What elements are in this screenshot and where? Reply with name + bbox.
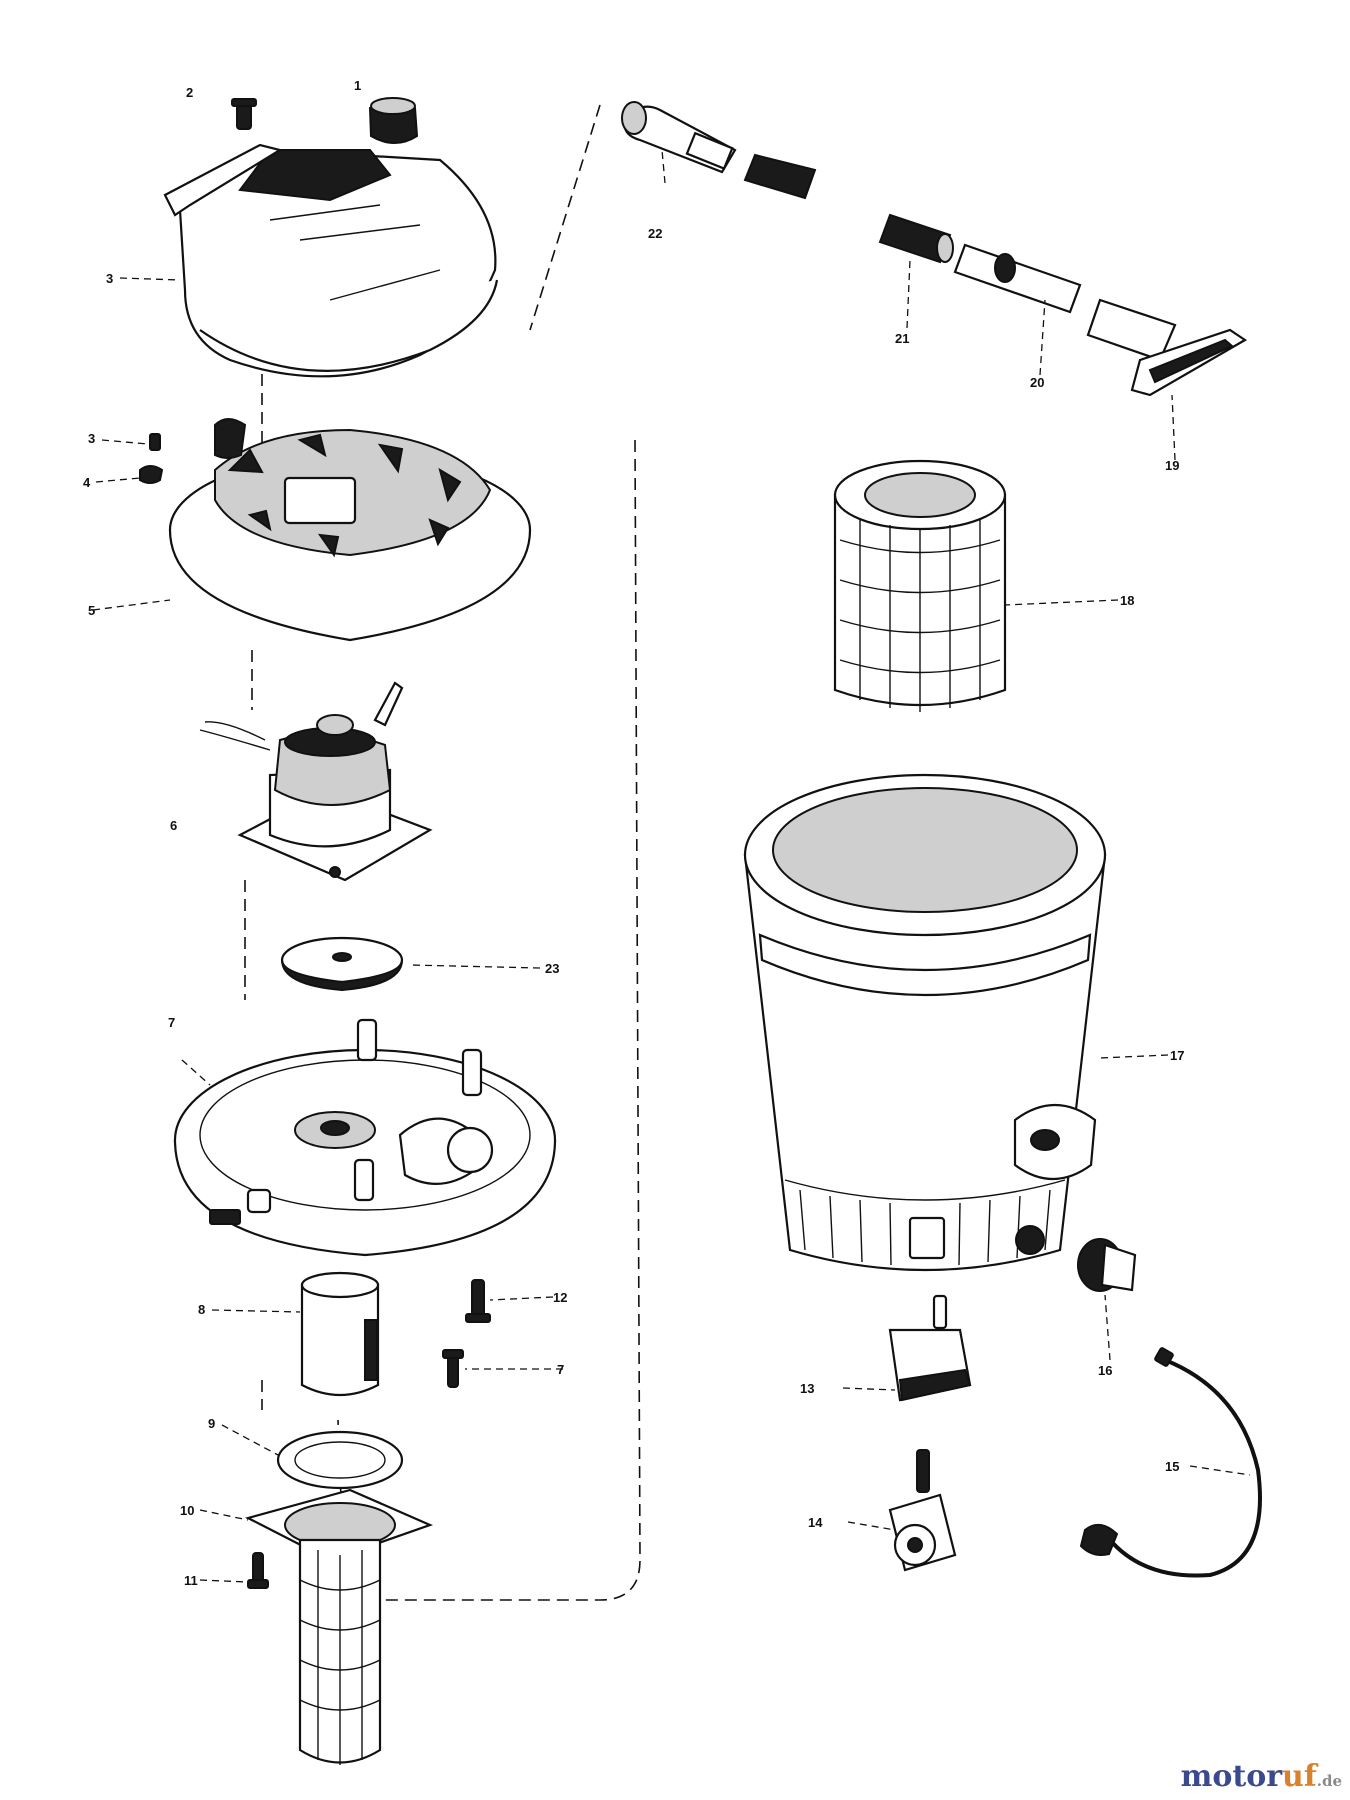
part-9-ring [276, 1430, 404, 1490]
label-20: 20 [1030, 375, 1044, 390]
label-9: 9 [208, 1416, 215, 1431]
part-18-filter [833, 459, 1007, 712]
watermark-main: motor [1180, 1759, 1283, 1794]
label-13: 13 [800, 1381, 814, 1396]
label-4: 4 [83, 475, 91, 490]
part-3-4-screws [139, 433, 164, 484]
label-17: 17 [1170, 1048, 1184, 1063]
part-20-wand [953, 243, 1082, 314]
watermark-accent: uf [1282, 1759, 1317, 1794]
part-3-top-cover [163, 143, 499, 378]
part-5-lid [168, 418, 532, 642]
part-17-drum [743, 773, 1107, 1272]
label-1: 1 [354, 78, 361, 93]
label-6: 6 [170, 818, 177, 833]
part-1-knob [368, 97, 419, 144]
label-10: 10 [180, 1503, 194, 1518]
label-12: 12 [553, 1290, 567, 1305]
part-19-nozzle [1086, 298, 1248, 397]
label-11: 11 [184, 1573, 198, 1588]
part-7-screw [442, 1349, 464, 1388]
part-11-screw [247, 1552, 269, 1589]
center-axis-line [244, 355, 269, 1410]
part-15-power-cord [1079, 1347, 1262, 1578]
label-16: 16 [1098, 1363, 1112, 1378]
label-7: 7 [168, 1015, 175, 1030]
part-2-screw [231, 98, 257, 130]
label-22: 22 [648, 226, 662, 241]
label-23: 23 [545, 961, 559, 976]
label-5: 5 [88, 603, 95, 618]
assembly-dashed-line [337, 104, 641, 1601]
label-15: 15 [1165, 1459, 1179, 1474]
part-13-caster-socket [888, 1294, 972, 1402]
label-2: 2 [186, 85, 193, 100]
watermark-logo: motoruf.de [1181, 1759, 1342, 1794]
label-7b: 7 [557, 1362, 564, 1377]
part-16-drain-cap [1077, 1238, 1137, 1292]
leader-lines [92, 149, 1251, 1583]
part-12-screw [465, 1279, 491, 1323]
part-23-disc [280, 936, 404, 992]
part-21-coupling [878, 213, 954, 264]
part-10-float-cage [244, 1488, 434, 1765]
part-14-caster [888, 1449, 957, 1572]
part-6-motor [199, 681, 433, 882]
label-19: 19 [1165, 458, 1179, 473]
label-21: 21 [895, 331, 909, 346]
part-22-hose-end [621, 101, 817, 200]
label-3: 3 [106, 271, 113, 286]
part-7-base-plate [173, 1018, 557, 1257]
label-8: 8 [198, 1302, 205, 1317]
label-18: 18 [1120, 593, 1134, 608]
watermark-tld: .de [1316, 1772, 1342, 1790]
label-3b: 3 [88, 431, 95, 446]
part-8-cylinder [300, 1271, 380, 1397]
label-14: 14 [808, 1515, 823, 1530]
part-labels: 2 1 3 3 4 5 6 23 7 8 12 7 9 10 11 22 21 … [83, 78, 1184, 1588]
